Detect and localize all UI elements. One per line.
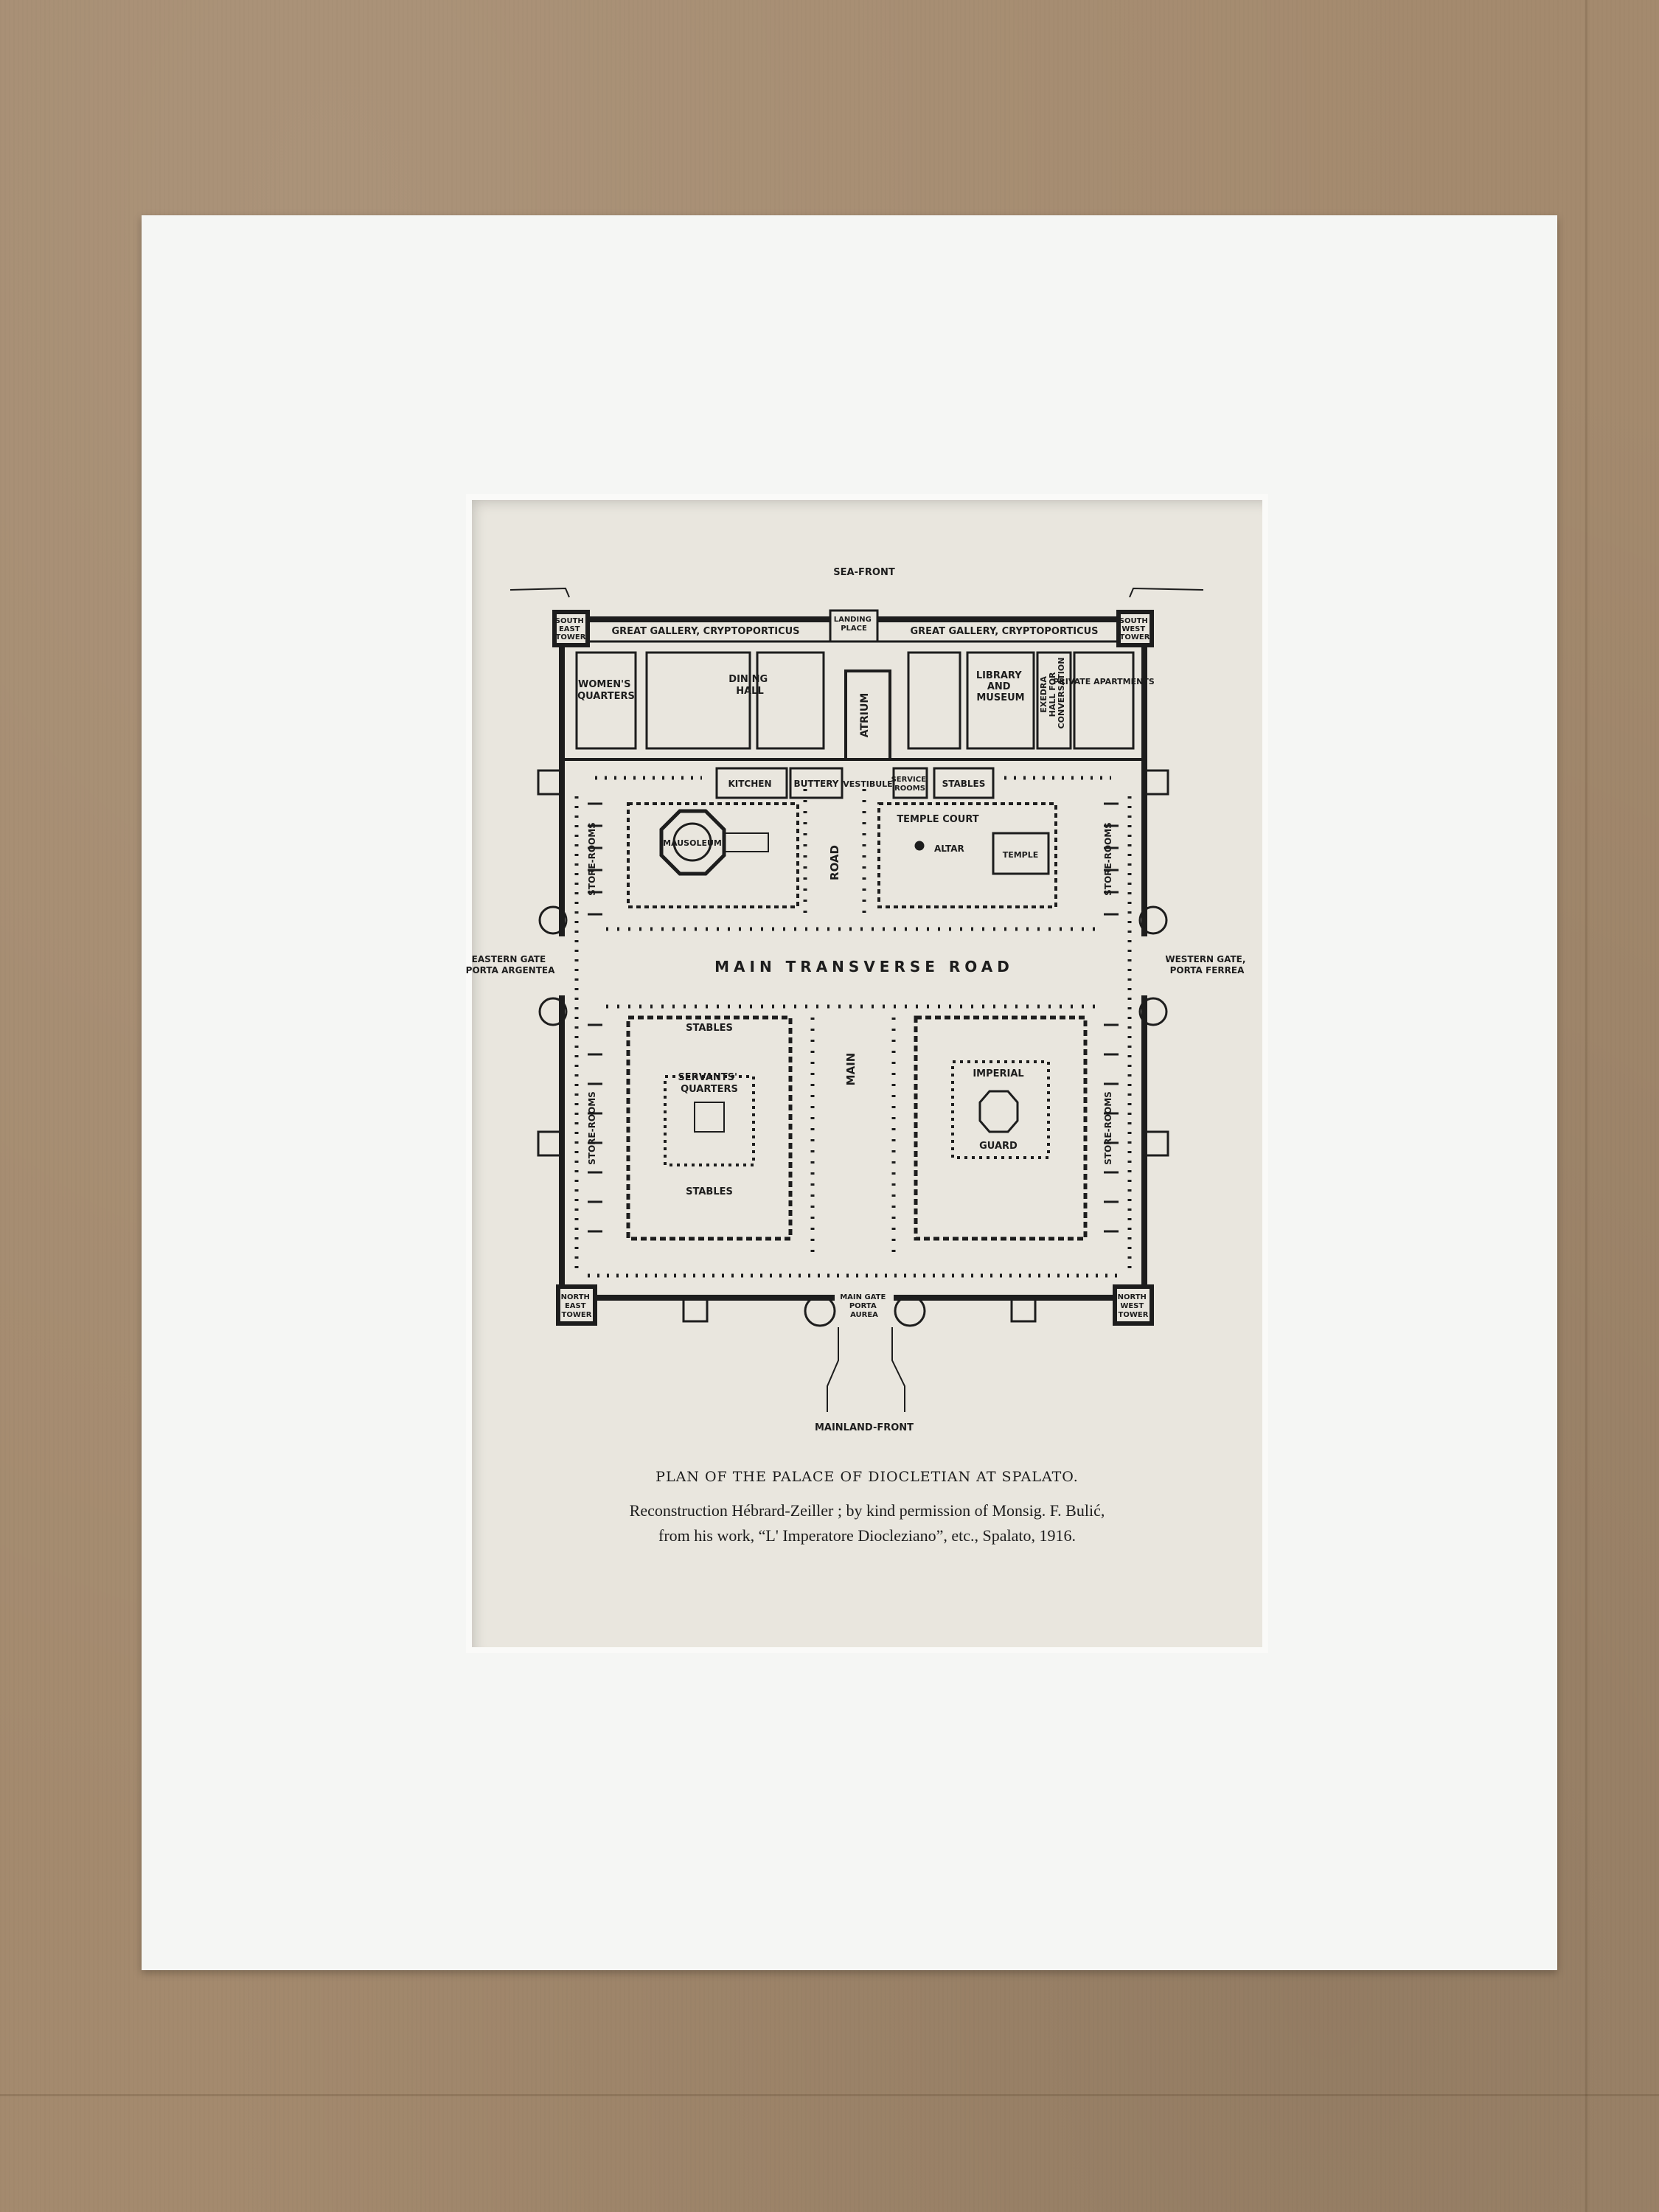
library-museum-label: LIBRARY AND MUSEUM bbox=[976, 670, 1025, 703]
vestibule-label: VESTIBULE bbox=[843, 779, 892, 789]
womens-quarters-label: WOMEN'S QUARTERS bbox=[577, 679, 635, 702]
store-rooms-se-label: STORE-ROOMS bbox=[1103, 1091, 1113, 1165]
guard-label: GUARD bbox=[979, 1141, 1018, 1152]
cardboard-crease bbox=[0, 2094, 1659, 2096]
imperial-label: IMPERIAL bbox=[973, 1068, 1023, 1079]
stables-lower-label: STABLES bbox=[686, 1186, 733, 1197]
mainland-front-label: MAINLAND-FRONT bbox=[815, 1422, 914, 1433]
kitchen-label: KITCHEN bbox=[728, 779, 771, 789]
dining-hall-label: DINING HALL bbox=[728, 674, 771, 697]
servants-quarters-label: SERVANTS' QUARTERS bbox=[678, 1072, 740, 1095]
cardboard-crease bbox=[1585, 0, 1587, 2212]
south-east-tower-label: SOUTH EAST TOWER bbox=[555, 617, 587, 641]
caption-title: PLAN OF THE PALACE OF DIOCLETIAN AT SPAL… bbox=[655, 1469, 1079, 1485]
private-apartments-label: PRIVATE APARTMENTS bbox=[1053, 677, 1155, 686]
eastern-gate-label: EASTERN GATE PORTA ARGENTEA bbox=[466, 954, 555, 975]
main-road-label: MAIN bbox=[844, 1053, 858, 1086]
print-window: SEA-FRONT MAINLAND-FRONT SOUTH EAST TOWE… bbox=[466, 494, 1268, 1653]
store-rooms-sw-label: STORE-ROOMS bbox=[587, 1091, 597, 1165]
road-label: ROAD bbox=[828, 845, 841, 880]
exedra-label: EXEDRA HALL FOR CONVERSATION bbox=[1039, 658, 1066, 729]
store-rooms-ne-label: STORE-ROOMS bbox=[1103, 822, 1113, 896]
sea-front-label: SEA-FRONT bbox=[833, 567, 895, 578]
north-east-tower-label: NORTH EAST TOWER bbox=[561, 1293, 593, 1319]
caption-line-2: from his work, “L' Imperatore Dioclezian… bbox=[658, 1526, 1076, 1545]
main-transverse-road-label: MAIN TRANSVERSE ROAD bbox=[714, 958, 1014, 975]
stables-top-label: STABLES bbox=[942, 779, 986, 789]
western-gate-label: WESTERN GATE, PORTA FERREA bbox=[1165, 954, 1248, 975]
palace-plan: SEA-FRONT MAINLAND-FRONT SOUTH EAST TOWE… bbox=[466, 567, 1248, 1433]
temple-label: TEMPLE bbox=[1003, 850, 1039, 860]
service-rooms-label: SERVICE ROOMS bbox=[891, 776, 929, 793]
altar-label: ALTAR bbox=[934, 844, 964, 854]
south-west-tower-label: SOUTH WEST TOWER bbox=[1119, 617, 1151, 641]
store-rooms-nw-label: STORE-ROOMS bbox=[587, 822, 597, 896]
buttery-label: BUTTERY bbox=[793, 779, 838, 789]
atrium-label: ATRIUM bbox=[859, 693, 871, 738]
landing-place-label: LANDING PLACE bbox=[834, 616, 874, 633]
temple-court-label: TEMPLE COURT bbox=[897, 814, 978, 825]
caption-line-1: Reconstruction Hébrard-Zeiller ; by kind… bbox=[629, 1501, 1105, 1520]
north-west-tower-label: NORTH WEST TOWER bbox=[1118, 1293, 1150, 1319]
stables-upper-label: STABLES bbox=[686, 1023, 733, 1034]
mausoleum-label: MAUSOLEUM bbox=[663, 838, 722, 848]
gallery-left-label: GREAT GALLERY, CRYPTOPORTICUS bbox=[611, 626, 799, 637]
main-gate-label: MAIN GATE PORTA AUREA bbox=[840, 1293, 888, 1319]
gallery-right-label: GREAT GALLERY, CRYPTOPORTICUS bbox=[910, 626, 1098, 637]
